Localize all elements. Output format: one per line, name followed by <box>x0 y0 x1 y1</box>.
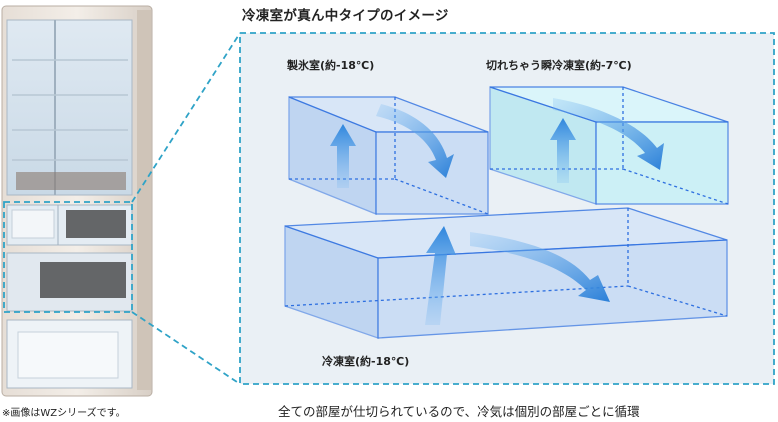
switch-compartment-label: 切れちゃう瞬冷凍室(約-7℃) <box>486 59 632 72</box>
freezer-compartment-label: 冷凍室(約-18℃) <box>322 355 410 368</box>
up-arrow-switch <box>550 118 576 183</box>
down-arrow-switch <box>553 98 664 170</box>
diagram-panel <box>239 32 775 385</box>
freezer-compartment-box <box>284 207 728 339</box>
diagram-title: 冷凍室が真ん中タイプのイメージ <box>242 8 449 24</box>
up-arrow-freezer <box>425 226 456 325</box>
image-note: ※画像はWZシリーズです。 <box>2 408 126 419</box>
refrigerator-illustration <box>1 5 153 397</box>
down-arrow-ice <box>376 104 454 178</box>
switch-compartment-box <box>489 86 729 205</box>
connector-line-top <box>131 32 241 203</box>
down-arrow-freezer <box>470 232 610 302</box>
ice-compartment-label: 製氷室(約-18℃) <box>287 59 375 72</box>
connector-line-bottom <box>131 311 241 385</box>
diagram-caption: 全ての部屋が仕切られているので、冷気は個別の部屋ごとに循環 <box>278 404 640 419</box>
fridge-highlight-frame <box>3 201 133 313</box>
up-arrow-ice <box>330 124 356 188</box>
